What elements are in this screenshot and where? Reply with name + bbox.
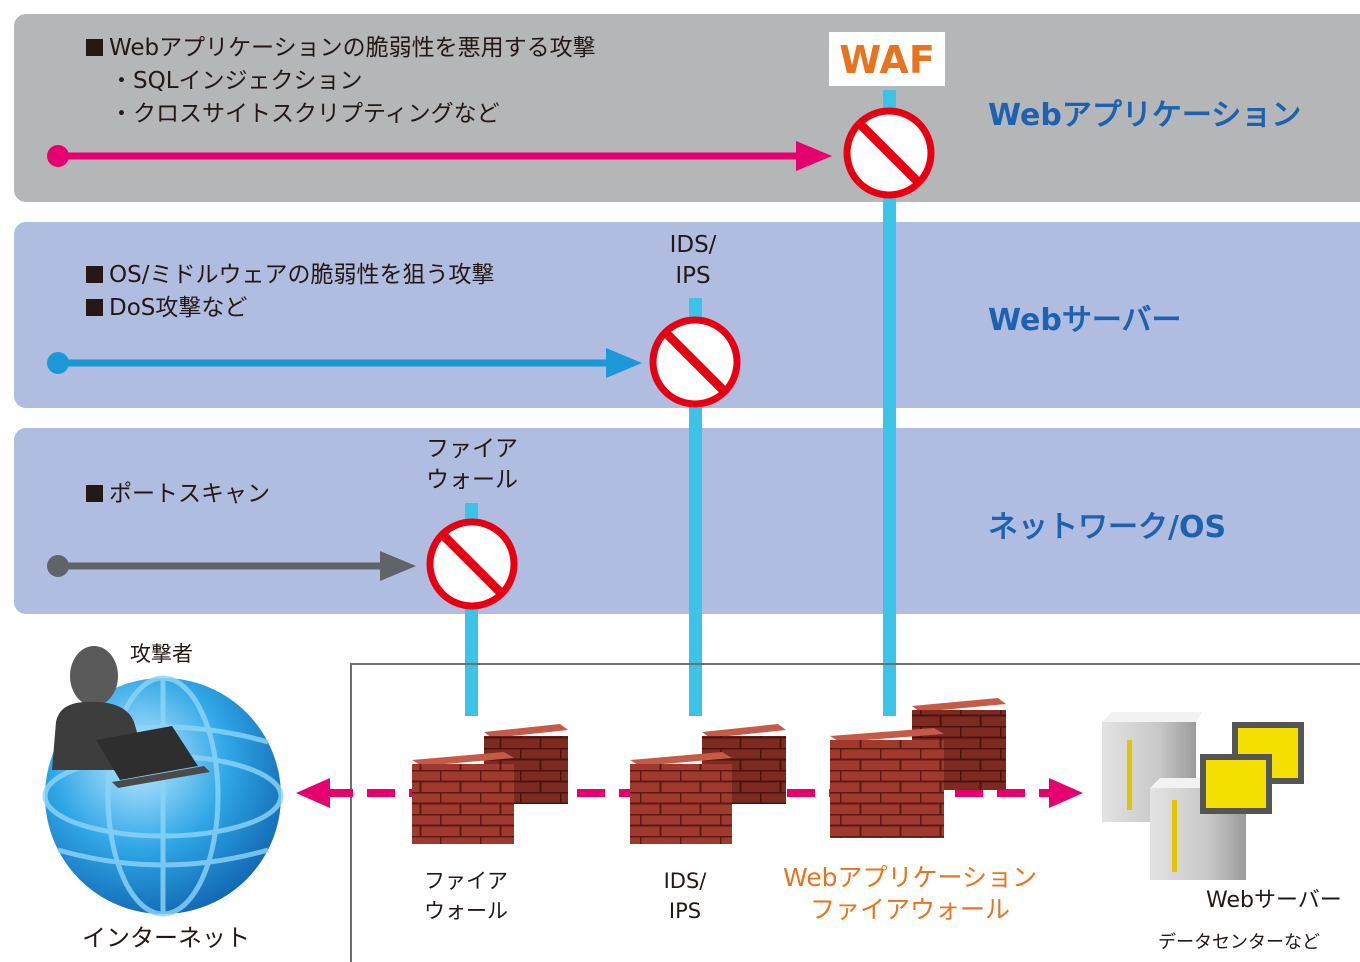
bullet-square-icon bbox=[86, 39, 103, 56]
firewall-brick-icon bbox=[412, 724, 568, 844]
layer-web-application bbox=[14, 14, 1360, 202]
layer-title-web-application: Webアプリケーション bbox=[988, 98, 1302, 133]
waf-brick-icon bbox=[830, 698, 1006, 838]
waf-full-label: Webアプリケーション ファイアウォール bbox=[782, 863, 1037, 924]
ids-ips-layer-label: IDS/ IPS bbox=[669, 232, 717, 289]
web-server-icon bbox=[1102, 712, 1304, 880]
network-attack-arrow bbox=[47, 551, 416, 581]
app-attack-arrow bbox=[47, 141, 832, 171]
layer-title-web-server: Webサーバー bbox=[988, 303, 1182, 338]
ids-ips-label: IDS/ IPS bbox=[663, 869, 707, 923]
waf-block-icon bbox=[843, 107, 935, 199]
bullet-square-icon bbox=[86, 266, 103, 283]
web-server-label: Webサーバー bbox=[1206, 888, 1342, 913]
internet-label: インターネット bbox=[82, 924, 250, 952]
waf-pole bbox=[883, 90, 896, 716]
server-attack-arrow bbox=[47, 348, 642, 378]
attacker-icon bbox=[52, 646, 210, 788]
datacenter-frame bbox=[350, 663, 1360, 962]
firewall-block-icon bbox=[426, 518, 518, 610]
layer-title-network-os: ネットワーク/OS bbox=[988, 510, 1227, 545]
network-attack-text: ポートスキャン bbox=[86, 478, 270, 511]
datacenter-label: データセンターなど bbox=[1158, 932, 1320, 953]
firewall-label: ファイア ウォール bbox=[424, 869, 508, 923]
attacker-label: 攻撃者 bbox=[130, 642, 193, 666]
firewall-layer-label: ファイア ウォール bbox=[426, 436, 518, 493]
ids-block-icon bbox=[649, 316, 741, 408]
ids-brick-icon bbox=[630, 724, 786, 844]
layer-network-os bbox=[14, 428, 1360, 614]
app-attack-text: Webアプリケーションの脆弱性を悪用する攻撃 ・SQLインジェクション ・クロス… bbox=[86, 32, 596, 131]
bullet-square-icon bbox=[86, 299, 103, 316]
bullet-square-icon bbox=[86, 485, 103, 502]
waf-label: WAF bbox=[829, 32, 945, 86]
server-attack-text: OS/ミドルウェアの脆弱性を狙う攻撃 DoS攻撃など bbox=[86, 259, 494, 325]
